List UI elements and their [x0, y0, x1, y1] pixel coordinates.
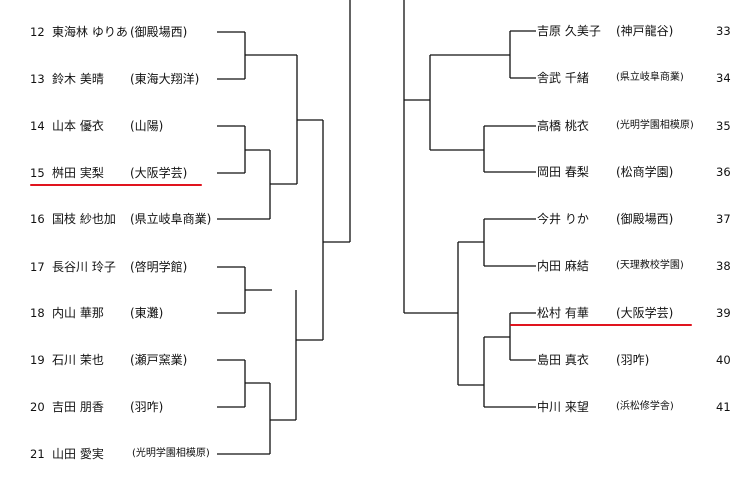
school-name: (松商学園) [616, 165, 674, 179]
school-name: (県立岐阜商業) [130, 212, 212, 226]
player-name: 山田 愛実 [52, 447, 104, 461]
school-name: (羽咋) [130, 400, 164, 414]
school-name: (神戸龍谷) [616, 24, 674, 38]
player-name: 内田 麻結 [537, 259, 589, 273]
school-name: (県立岐阜商業) [616, 72, 684, 83]
player-name: 内山 華那 [52, 306, 104, 320]
player-name: 島田 真衣 [537, 353, 589, 367]
player-name: 高橋 桃衣 [537, 119, 589, 133]
school-name: (東海大翔洋) [130, 72, 200, 86]
seed-number: 38 [716, 259, 731, 273]
school-name: (啓明学館) [130, 260, 188, 274]
player-name: 今井 りか [537, 212, 589, 226]
seed-number: 16 [30, 212, 45, 226]
seed-number: 21 [30, 447, 45, 461]
player-name: 桝田 実梨 [52, 166, 104, 180]
player-name: 東海林 ゆりあ [52, 25, 128, 39]
school-name: (東灘) [130, 306, 164, 320]
seed-number: 41 [716, 400, 731, 414]
school-name: (瀬戸窯業) [130, 353, 188, 367]
seed-number: 15 [30, 166, 45, 180]
seed-number: 36 [716, 165, 731, 179]
school-name: (羽咋) [616, 353, 650, 367]
player-name: 鈴木 美晴 [52, 72, 104, 86]
player-name: 山本 優衣 [52, 119, 104, 133]
player-name: 吉田 朋香 [52, 400, 104, 414]
player-name: 吉原 久美子 [537, 24, 601, 38]
player-name: 岡田 春梨 [537, 165, 589, 179]
player-name: 長谷川 玲子 [52, 260, 116, 274]
seed-number: 35 [716, 119, 731, 133]
highlight-underline [510, 324, 692, 326]
seed-number: 19 [30, 353, 45, 367]
seed-number: 18 [30, 306, 45, 320]
school-name: (天理教校学園) [616, 260, 684, 271]
seed-number: 20 [30, 400, 45, 414]
school-name: (光明学園相模原) [132, 448, 210, 459]
seed-number: 39 [716, 306, 731, 320]
school-name: (御殿場西) [616, 212, 674, 226]
school-name: (浜松修学舎) [616, 401, 674, 412]
seed-number: 14 [30, 119, 45, 133]
seed-number: 33 [716, 24, 731, 38]
seed-number: 37 [716, 212, 731, 226]
school-name: (大阪学芸) [616, 306, 674, 320]
school-name: (大阪学芸) [130, 166, 188, 180]
school-name: (光明学園相模原) [616, 120, 694, 131]
player-name: 石川 茉也 [52, 353, 104, 367]
school-name: (御殿場西) [130, 25, 188, 39]
player-name: 舎武 千緒 [537, 71, 589, 85]
seed-number: 12 [30, 25, 45, 39]
seed-number: 13 [30, 72, 45, 86]
seed-number: 17 [30, 260, 45, 274]
player-name: 国枝 紗也加 [52, 212, 116, 226]
player-name: 松村 有華 [537, 306, 589, 320]
school-name: (山陽) [130, 119, 164, 133]
seed-number: 34 [716, 71, 731, 85]
seed-number: 40 [716, 353, 731, 367]
player-name: 中川 来望 [537, 400, 589, 414]
highlight-underline [30, 184, 202, 186]
